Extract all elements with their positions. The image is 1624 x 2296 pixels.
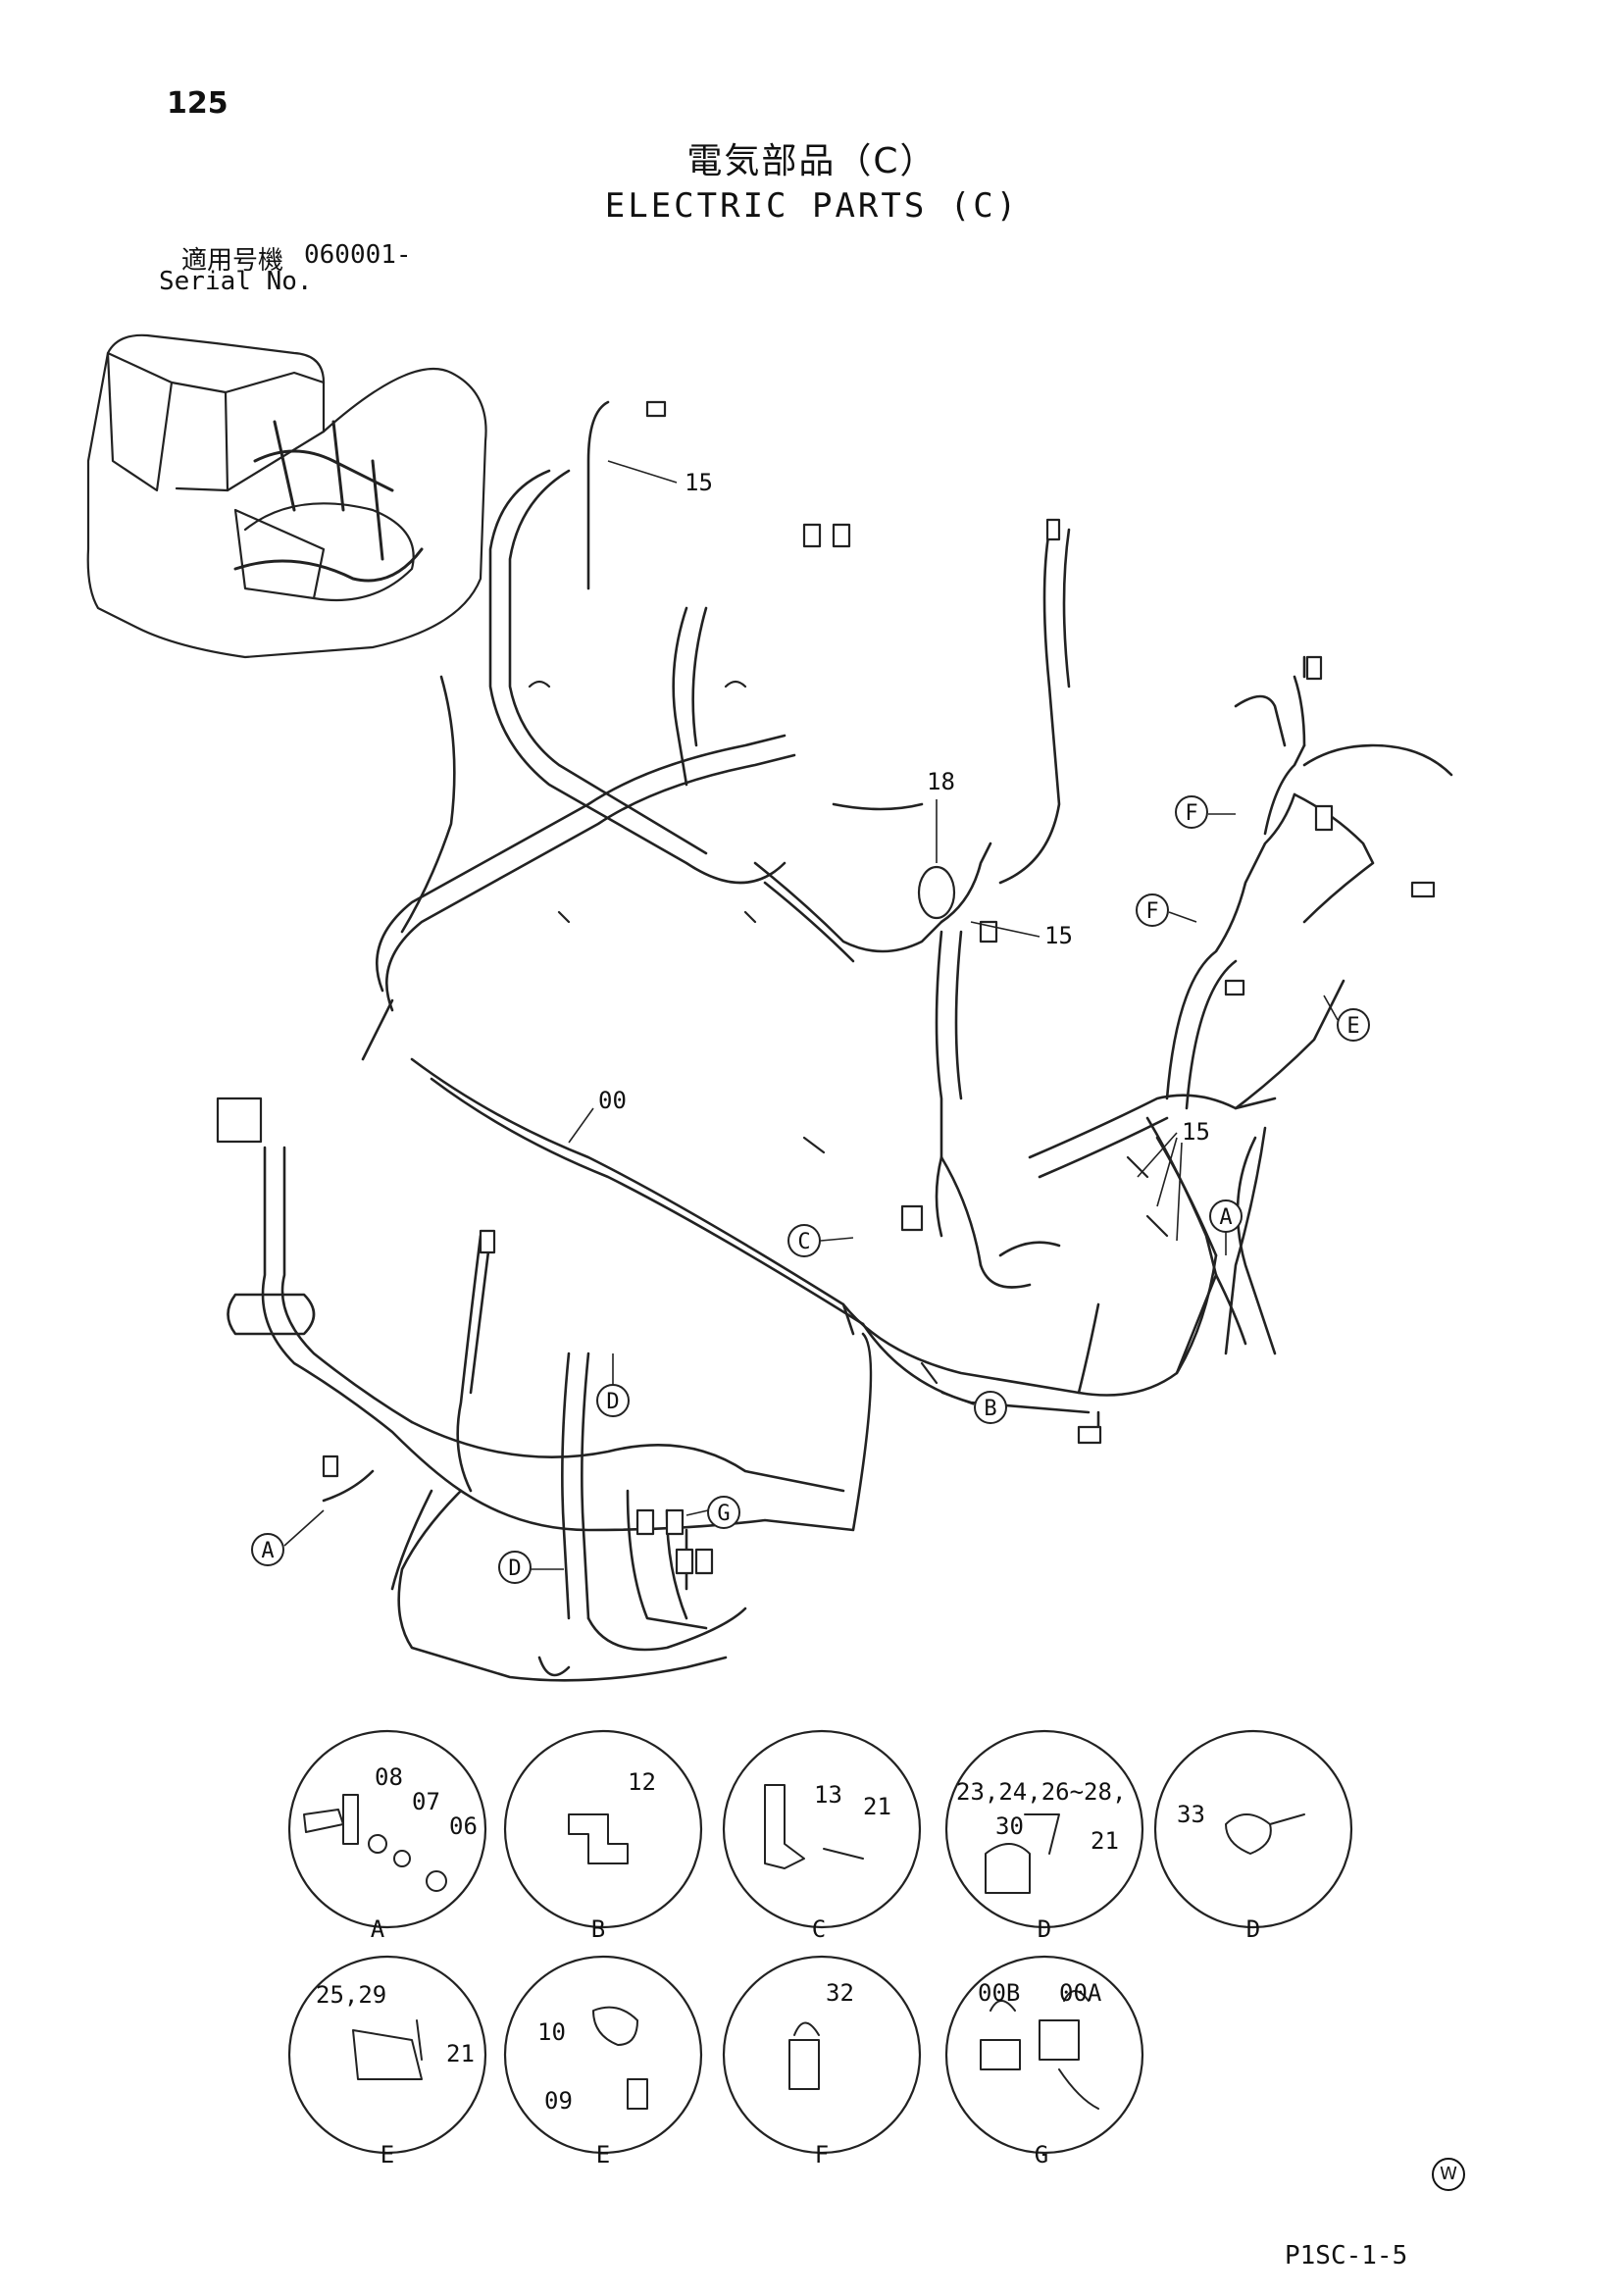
callout-d-bottom: D xyxy=(498,1551,532,1584)
page-title-japanese: 電気部品（C） xyxy=(686,141,938,181)
callout-f-mid: F xyxy=(1136,893,1169,927)
svg-text:06: 06 xyxy=(449,1812,478,1840)
label-clip-group: 15 xyxy=(1182,1118,1210,1146)
page-title-english: ELECTRIC PARTS (C) xyxy=(604,186,1020,226)
svg-text:F: F xyxy=(1185,801,1197,826)
svg-text:33: 33 xyxy=(1177,1801,1205,1828)
svg-text:23,24,26~28,: 23,24,26~28, xyxy=(956,1778,1126,1806)
svg-text:08: 08 xyxy=(375,1763,403,1791)
main-harness xyxy=(361,400,1453,1444)
watermark-mark: W xyxy=(1432,2158,1465,2191)
detail-labels: 08 07 06 A 12 B 13 21 C 23,24,26~28, 30 … xyxy=(316,1763,1260,2168)
page-code: P1SC-1-5 xyxy=(1285,2241,1408,2270)
detail-sketches xyxy=(303,1784,1305,2110)
callout-e: E xyxy=(1337,1008,1370,1042)
svg-text:30: 30 xyxy=(995,1812,1024,1840)
label-main-harness: 00 xyxy=(598,1087,627,1114)
svg-text:E: E xyxy=(381,2141,394,2168)
svg-text:E: E xyxy=(1346,1014,1359,1039)
svg-text:A: A xyxy=(1219,1205,1232,1230)
serial-number-value: 060001- xyxy=(304,240,412,270)
svg-text:E: E xyxy=(596,2141,610,2168)
callout-g: G xyxy=(707,1496,740,1529)
svg-text:F: F xyxy=(815,2141,829,2168)
label-relay: 18 xyxy=(927,768,955,795)
label-clip-top: 15 xyxy=(685,469,713,496)
svg-text:32: 32 xyxy=(826,1979,854,2007)
svg-text:13: 13 xyxy=(814,1781,842,1809)
svg-text:12: 12 xyxy=(628,1768,656,1796)
svg-text:07: 07 xyxy=(412,1788,440,1815)
excavator-overview-sketch xyxy=(86,333,487,659)
serial-label-japanese: 適用号機 xyxy=(181,246,284,276)
callout-d-top: D xyxy=(596,1384,630,1417)
svg-text:21: 21 xyxy=(1091,1827,1119,1855)
svg-text:00B: 00B xyxy=(978,1979,1020,2007)
svg-text:C: C xyxy=(812,1915,826,1943)
callout-a-right: A xyxy=(1209,1199,1243,1233)
svg-text:21: 21 xyxy=(863,1793,891,1820)
connectors xyxy=(216,400,1436,1575)
callout-c: C xyxy=(787,1224,821,1257)
detail-circles xyxy=(287,1729,1353,2155)
diagram-labels: 15 18 15 15 00 xyxy=(598,469,1210,1146)
label-clip-right: 15 xyxy=(1044,922,1073,949)
svg-text:F: F xyxy=(1145,899,1158,924)
svg-text:D: D xyxy=(606,1390,619,1414)
lower-left-harness xyxy=(227,1146,873,1682)
svg-text:D: D xyxy=(1038,1915,1051,1943)
svg-text:25,29: 25,29 xyxy=(316,1981,386,2009)
svg-text:A: A xyxy=(371,1915,385,1943)
svg-text:D: D xyxy=(508,1556,521,1581)
callout-f-top: F xyxy=(1175,795,1208,829)
callout-b: B xyxy=(974,1391,1007,1424)
svg-text:A: A xyxy=(261,1539,274,1563)
page-number: 125 xyxy=(167,86,228,121)
svg-text:10: 10 xyxy=(537,2018,566,2046)
serial-label-english: Serial No. xyxy=(159,267,313,296)
svg-text:G: G xyxy=(717,1502,730,1526)
callout-a-left: A xyxy=(251,1533,284,1566)
svg-text:D: D xyxy=(1246,1915,1260,1943)
svg-text:21: 21 xyxy=(446,2040,475,2067)
callouts: F F E A C B D G D A xyxy=(251,795,1370,1584)
leader-lines xyxy=(283,460,1339,1570)
svg-text:C: C xyxy=(797,1230,810,1254)
svg-text:B: B xyxy=(984,1397,996,1421)
svg-text:G: G xyxy=(1035,2141,1048,2168)
svg-text:09: 09 xyxy=(544,2087,573,2115)
svg-text:B: B xyxy=(591,1915,605,1943)
svg-text:00A: 00A xyxy=(1059,1979,1102,2007)
